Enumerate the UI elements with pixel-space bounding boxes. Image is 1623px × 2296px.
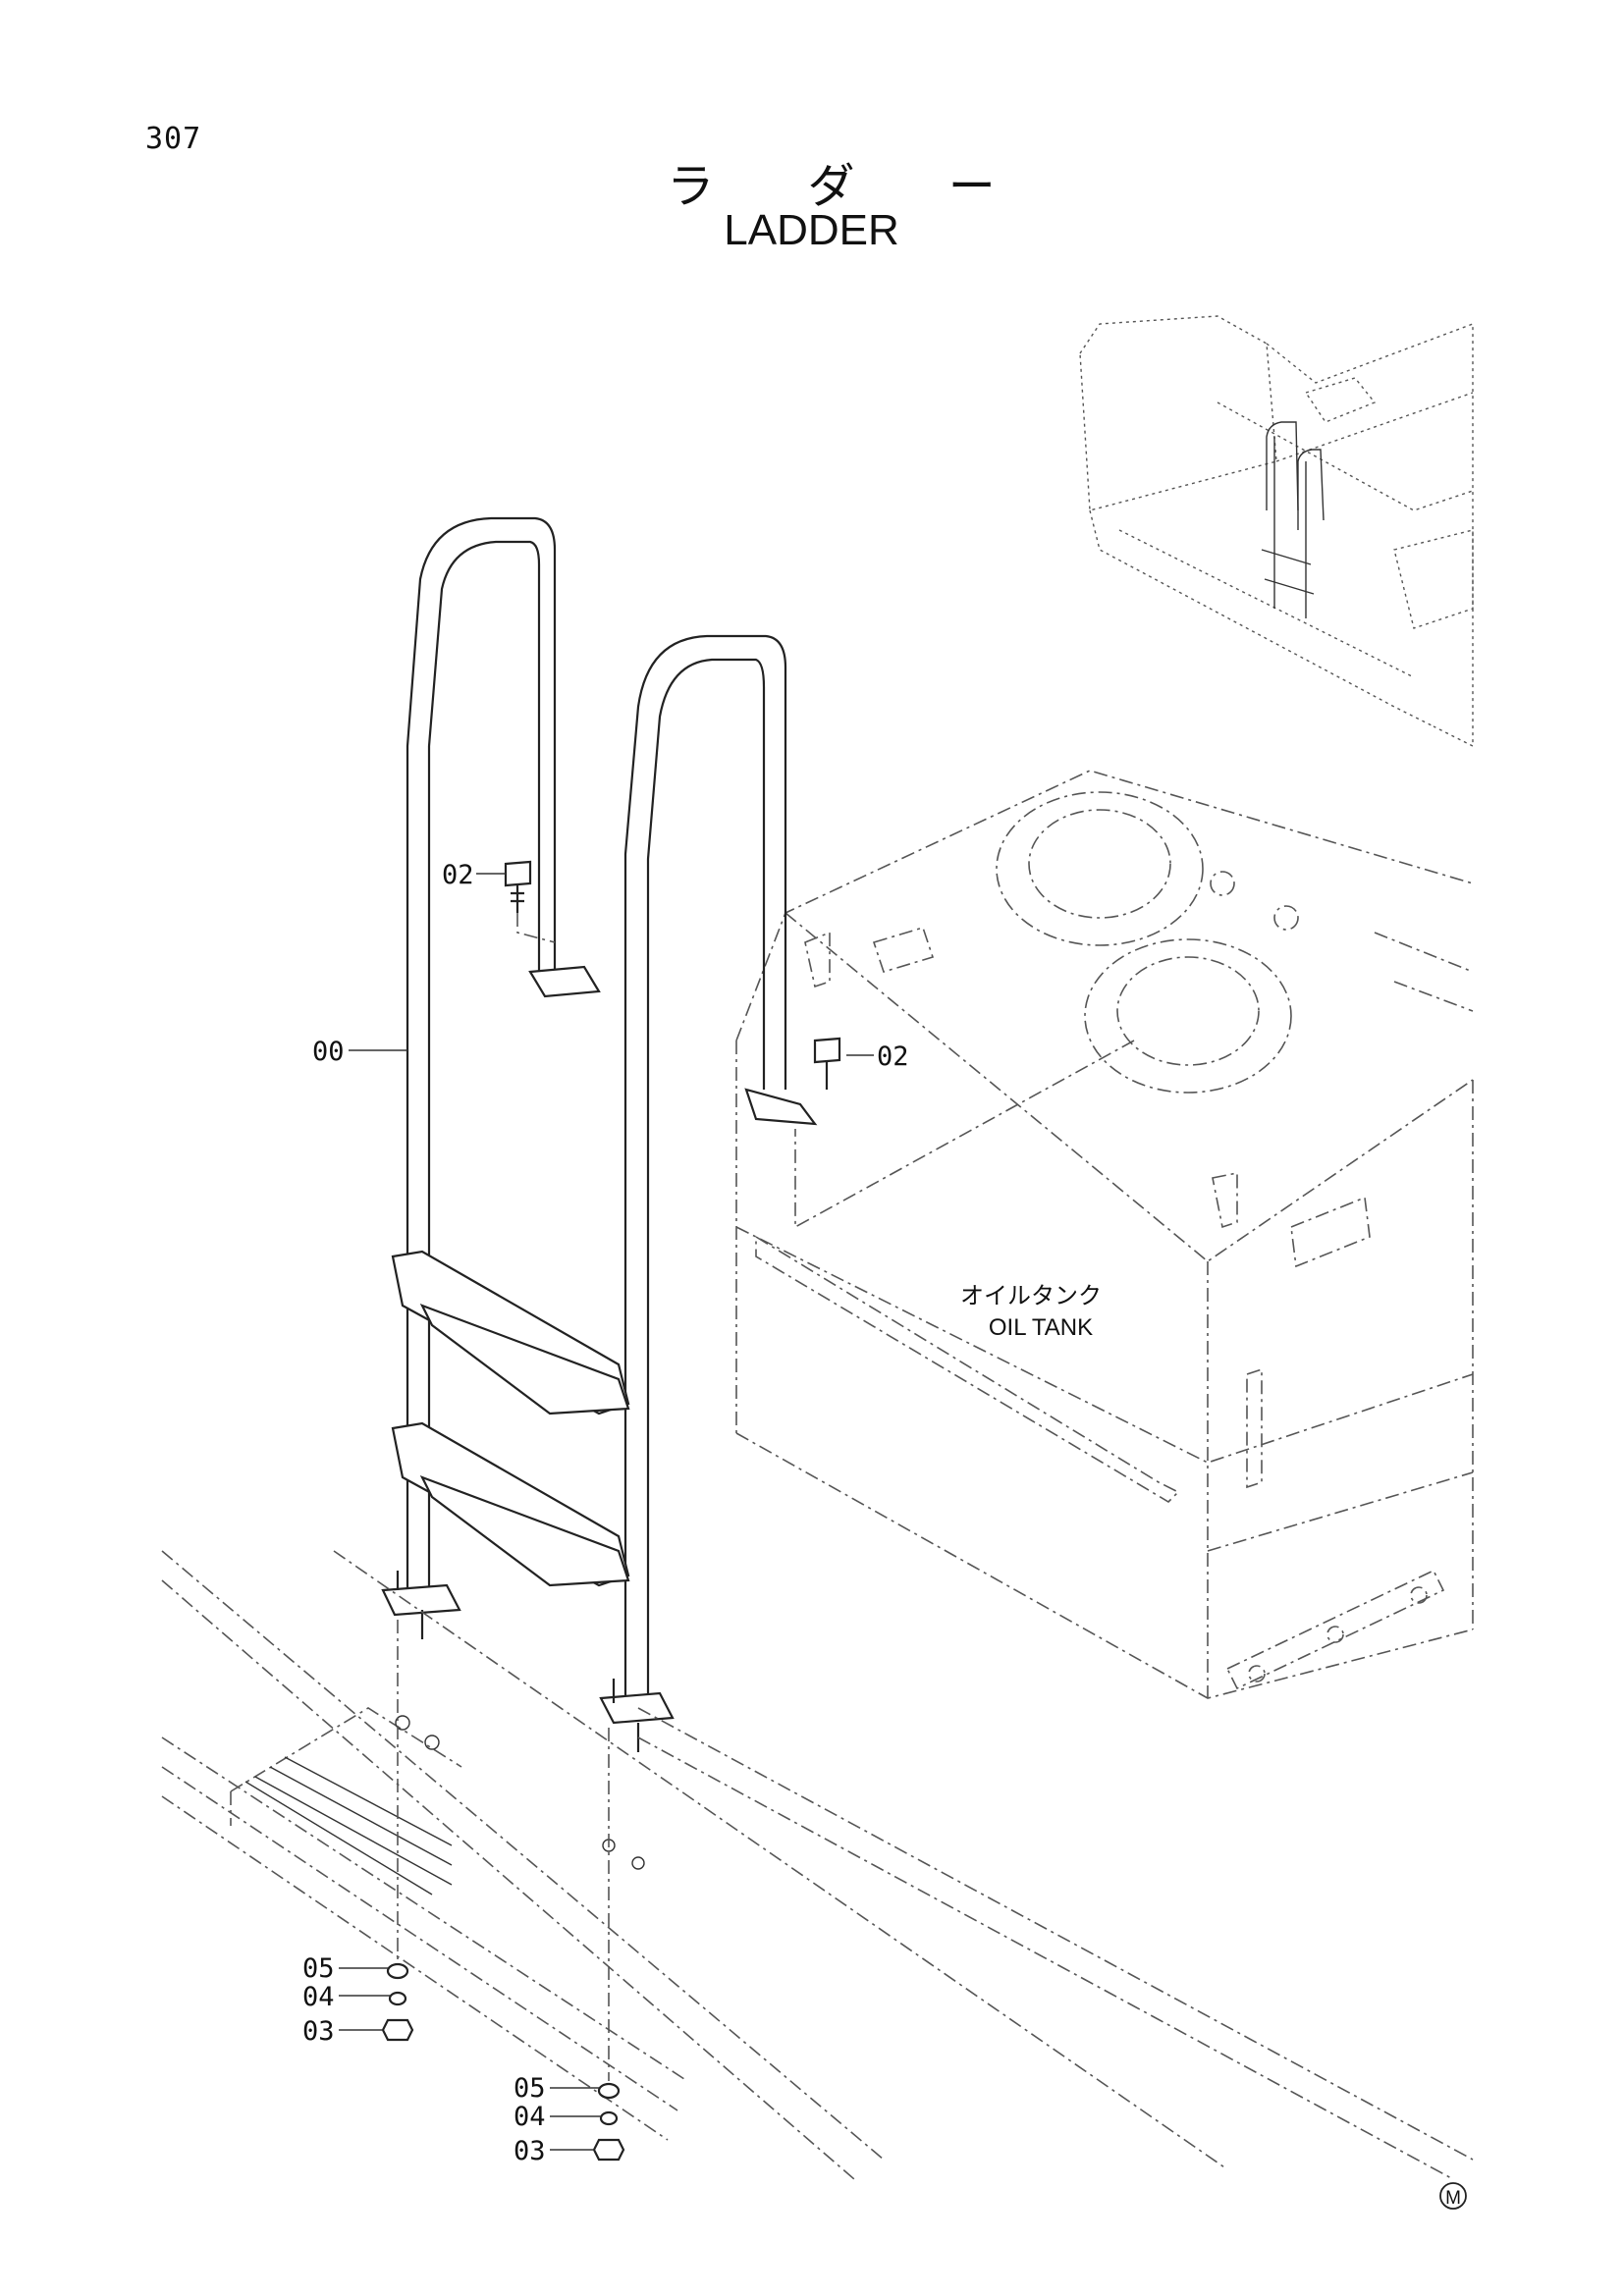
callout-leaders (339, 873, 874, 2151)
callout-washer-left: 05 (302, 1953, 335, 1984)
hardware-right (592, 2082, 625, 2162)
m-mark-letter: M (1445, 2188, 1461, 2209)
callout-washer-right: 05 (514, 2073, 546, 2104)
machine-overview-inset (1079, 315, 1474, 748)
hardware-left (381, 1962, 414, 2042)
callout-nut-right: 03 (514, 2136, 546, 2166)
callout-lockwasher-right: 04 (514, 2102, 546, 2132)
oil-tank-label-en: OIL TANK (989, 1314, 1093, 1341)
callout-bolt-right: 02 (877, 1041, 909, 1072)
bolt-upper-left (504, 860, 556, 943)
oil-tank-label-jp: オイルタンク (960, 1283, 1102, 1309)
callout-ladder: 00 (312, 1037, 345, 1067)
title-english: LADDER (724, 206, 899, 254)
callout-lockwasher-left: 04 (302, 1982, 335, 2012)
title-japanese: ラ ダ ー (667, 159, 1035, 214)
oil-tank (735, 770, 1474, 1699)
deck-platform (161, 1550, 1474, 2180)
callout-bolt-left: 02 (442, 860, 474, 890)
bolt-upper-right (813, 1037, 841, 1090)
m-mark: M (1439, 2182, 1467, 2210)
ladder-assembly (381, 516, 818, 1752)
page-number: 307 (145, 122, 202, 156)
callout-nut-left: 03 (302, 2016, 335, 2047)
